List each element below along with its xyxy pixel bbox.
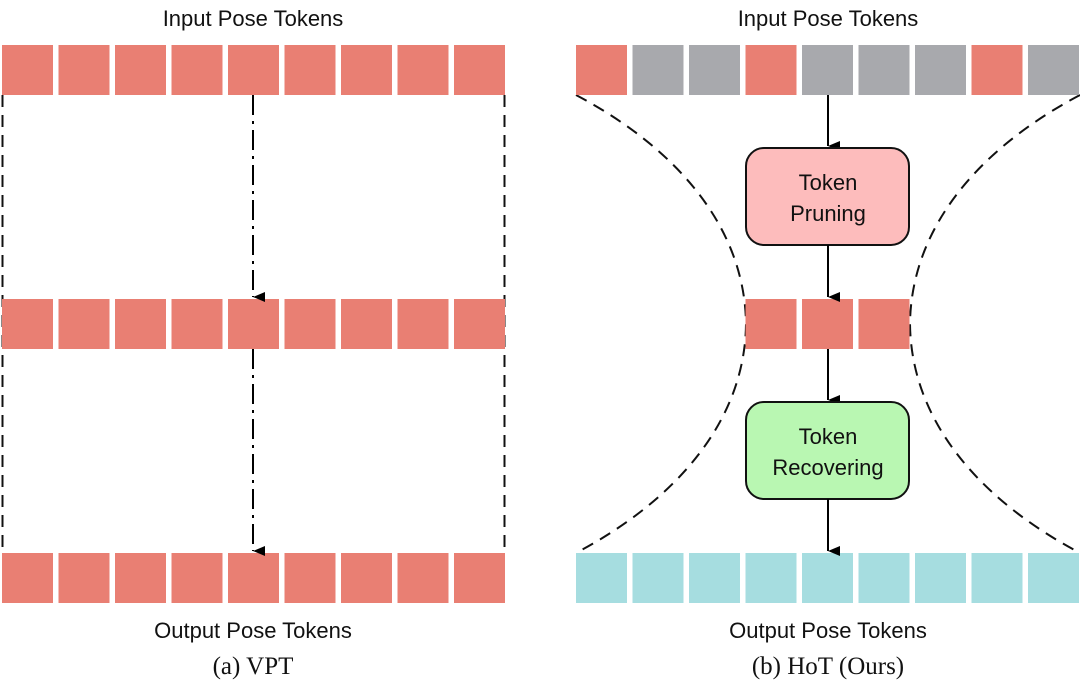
hot-middle-token-active [802,299,853,349]
recovering-line-1: Token [799,424,858,449]
vpt-middle-token-active [228,299,279,349]
vpt-input-token-active [171,45,223,95]
vpt-input-token-active [228,45,279,95]
vpt-output-token-active [341,553,392,603]
vpt-middle-token-active [58,299,110,349]
hot-input-token-pruned [858,45,910,95]
hot-input-token-pruned [1028,45,1079,95]
hot-input-token-pruned [802,45,853,95]
hot-right-hourglass-curve [908,94,1080,554]
pruning-line-1: Token [799,170,858,195]
vpt-input-token-active [341,45,392,95]
hot-output-token-output [915,553,966,603]
hot-input-token-active [576,45,627,95]
token-pruning-box: Token Pruning [745,147,910,246]
hot-middle-token-active [745,299,797,349]
vpt-output-token-active [397,553,449,603]
vpt-middle-token-active [171,299,223,349]
vpt-caption: (a) VPT [213,653,294,680]
hot-output-label: Output Pose Tokens [729,618,927,643]
hot-output-token-output [971,553,1023,603]
hot-input-label: Input Pose Tokens [738,6,919,31]
pruning-line-2: Pruning [790,201,866,226]
hot-output-token-output [802,553,853,603]
vpt-middle-token-active [397,299,449,349]
hot-input-token-pruned [915,45,966,95]
vpt-output-token-active [115,553,166,603]
vpt-token-rows [2,45,505,603]
vpt-output-token-active [454,553,505,603]
hot-input-token-pruned [689,45,740,95]
vpt-input-label: Input Pose Tokens [163,6,344,31]
vpt-middle-token-active [284,299,336,349]
vpt-input-token-active [397,45,449,95]
vpt-input-token-active [2,45,53,95]
recovering-line-2: Recovering [772,455,883,480]
hot-output-token-output [745,553,797,603]
vpt-input-token-active [58,45,110,95]
hot-token-rows [576,45,1079,603]
vpt-output-token-active [171,553,223,603]
hot-input-token-active [971,45,1023,95]
vpt-middle-token-active [341,299,392,349]
hot-left-hourglass-curve [575,94,748,554]
hot-input-token-active [745,45,797,95]
vpt-output-label: Output Pose Tokens [154,618,352,643]
vpt-middle-token-active [2,299,53,349]
vpt-input-token-active [284,45,336,95]
hot-caption: (b) HoT (Ours) [752,653,904,680]
vpt-output-token-active [228,553,279,603]
vpt-output-token-active [58,553,110,603]
hot-output-token-output [576,553,627,603]
hot-panel: Input Pose Tokens Token Pruning Token Re… [575,6,1080,680]
token-recovering-box: Token Recovering [745,401,910,500]
vpt-input-token-active [454,45,505,95]
vpt-output-token-active [284,553,336,603]
hot-output-token-output [858,553,910,603]
hot-input-token-pruned [632,45,684,95]
hot-middle-token-active [858,299,910,349]
vpt-middle-token-active [454,299,505,349]
hot-output-token-output [1028,553,1079,603]
vpt-middle-token-active [115,299,166,349]
hot-output-token-output [632,553,684,603]
hot-output-token-output [689,553,740,603]
vpt-panel: Input Pose Tokens Output Pose Tokens (a)… [1,6,506,680]
vpt-input-token-active [115,45,166,95]
vpt-output-token-active [2,553,53,603]
